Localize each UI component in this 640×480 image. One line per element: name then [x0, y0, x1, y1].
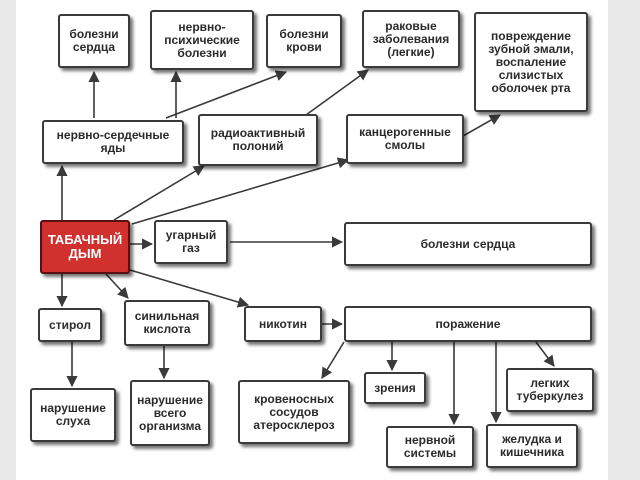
node-neuro-diseases: нервно- психические болезни — [150, 10, 254, 70]
node-blood-diseases: болезни крови — [266, 14, 342, 68]
arrow-damage-lungs — [535, 341, 555, 367]
node-carbon-monoxide: угарный газ — [154, 220, 228, 264]
arrow-damage-vessels — [321, 341, 345, 379]
arrow-poisons-blood — [165, 70, 288, 119]
arrow-smoke-resins — [131, 157, 350, 225]
node-styrene: стирол — [38, 308, 102, 342]
node-resins: канцерогенные смолы — [346, 114, 464, 164]
node-cyanide: синильная кислота — [124, 300, 210, 346]
node-cardio-poisons: нервно-сердечные яды — [42, 120, 184, 164]
node-vessels: кровеносных сосудов атеросклероз — [238, 380, 350, 444]
node-hearing-loss: нарушение слуха — [30, 388, 116, 442]
arrow-smoke-polonium — [113, 165, 205, 221]
node-heart-disease-top: болезни сердца — [58, 14, 130, 68]
node-organism-disorder: нарушение всего организма — [130, 380, 210, 446]
connector-layer — [56, 69, 555, 426]
node-polonium: радиоактивный полоний — [198, 114, 318, 166]
arrow-polonium-cancer — [305, 69, 369, 116]
arrow-smoke-cyanide — [105, 273, 129, 299]
node-stomach: желудка и кишечника — [486, 424, 578, 468]
node-nervous-system: нервной системы — [386, 426, 474, 468]
node-damage: поражение — [344, 306, 592, 342]
node-heart-disease: болезни сердца — [344, 222, 592, 266]
node-cancer: раковые заболевания (легкие) — [362, 10, 460, 68]
node-nicotine: никотин — [244, 306, 322, 342]
node-vision: зрения — [364, 372, 426, 404]
diagram-canvas: болезни сердца нервно- психические болез… — [16, 0, 608, 480]
node-enamel-damage: повреждение зубной эмали, воспаление сли… — [474, 12, 588, 112]
arrow-smoke-nicotine — [129, 269, 250, 308]
node-tobacco-smoke: ТАБАЧНЫЙ ДЫМ — [40, 220, 130, 274]
node-lungs: легких туберкулез — [506, 368, 594, 412]
